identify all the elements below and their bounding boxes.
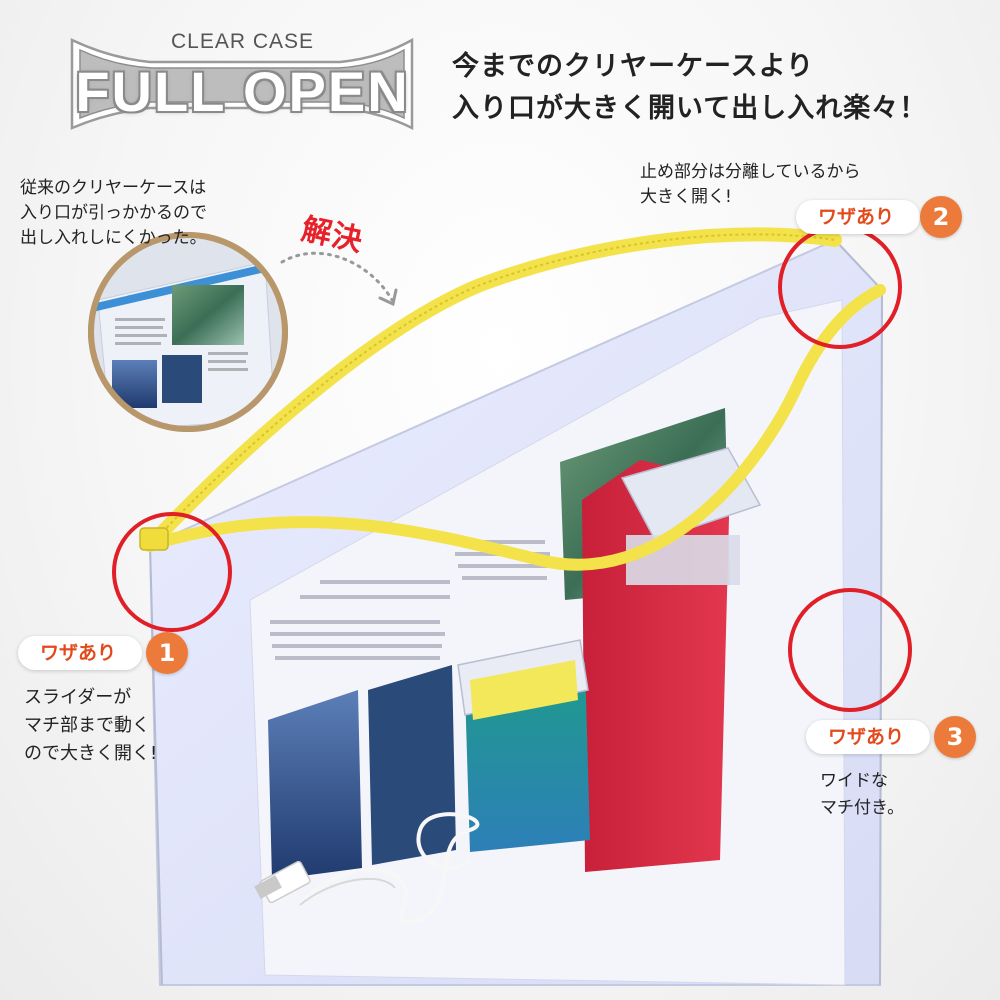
badge-1-label: ワザあり bbox=[18, 636, 143, 670]
highlight-circle-3 bbox=[788, 588, 912, 712]
solve-arrow bbox=[280, 251, 394, 302]
teal-box bbox=[457, 639, 590, 852]
logo-subtitle: CLEAR CASE bbox=[170, 30, 315, 53]
usb-cable bbox=[298, 812, 480, 924]
badge-1: ワザあり 1 bbox=[18, 632, 198, 674]
logo-title: FULL OPEN bbox=[75, 60, 410, 123]
zipper-bottom bbox=[144, 284, 886, 571]
badge-3-label: ワザあり bbox=[806, 720, 931, 754]
badge-2-label: ワザあり bbox=[796, 200, 921, 234]
badge-3: ワザあり 3 bbox=[806, 716, 986, 758]
point1-caption-line-1: スライダーが bbox=[24, 687, 132, 708]
point2-caption: 止め部分は分離しているから 大きく開く! bbox=[640, 160, 861, 210]
clear-case bbox=[148, 238, 884, 986]
logo-banner bbox=[70, 37, 414, 131]
highlight-circle-1 bbox=[112, 512, 232, 632]
inset-caption-line-2: 入り口が引っかかるので bbox=[20, 203, 207, 223]
point1-caption-line-2: マチ部まで動く bbox=[24, 715, 150, 736]
document-photo-1 bbox=[268, 690, 362, 880]
logo: CLEAR CASE FULL OPEN bbox=[70, 28, 415, 143]
zipper-slider bbox=[139, 527, 169, 551]
badge-2-number: 2 bbox=[920, 196, 962, 238]
inset-old-case-photo bbox=[88, 232, 288, 432]
point3-caption: ワイドな マチ付き。 bbox=[820, 768, 904, 822]
point1-caption-line-3: ので大きく開く! bbox=[24, 743, 158, 764]
point1-caption: スライダーが マチ部まで動く ので大きく開く! bbox=[24, 684, 157, 768]
arrow-head-icon bbox=[378, 288, 398, 307]
badge-2: ワザあり 2 bbox=[796, 196, 976, 238]
headline-line-2: 入り口が大きく開いて出し入れ楽々！ bbox=[452, 93, 928, 124]
document-photo-2 bbox=[368, 665, 456, 865]
point3-caption-line-1: ワイドな bbox=[820, 771, 888, 791]
inset-caption: 従来のクリヤーケースは 入り口が引っかかるので 出し入れしにくかった。 bbox=[20, 176, 207, 251]
point3-caption-line-2: マチ付き。 bbox=[820, 798, 905, 818]
point2-caption-line-2: 大きく開く! bbox=[640, 187, 732, 207]
inset-caption-line-1: 従来のクリヤーケースは bbox=[20, 178, 207, 198]
headline-line-1: 今までのクリヤーケースより bbox=[452, 51, 815, 82]
point2-caption-line-1: 止め部分は分離しているから bbox=[640, 162, 861, 182]
badge-3-number: 3 bbox=[934, 716, 976, 758]
inset-caption-line-3: 出し入れしにくかった。 bbox=[20, 228, 207, 248]
badge-1-number: 1 bbox=[146, 632, 188, 674]
